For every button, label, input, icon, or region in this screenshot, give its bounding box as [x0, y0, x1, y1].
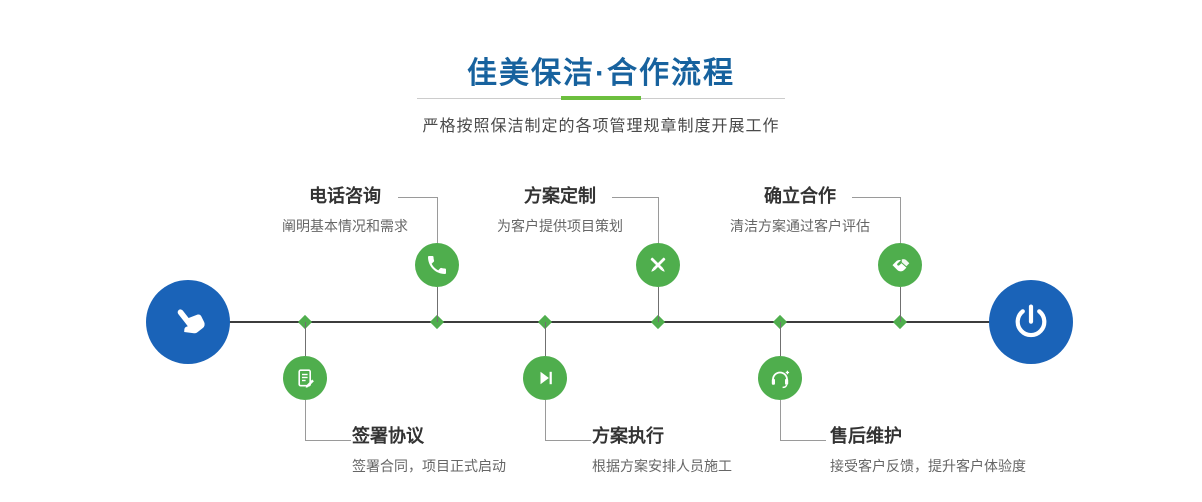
step-desc: 根据方案安排人员施工 — [592, 457, 732, 474]
contract-icon — [298, 369, 314, 388]
phone-icon — [428, 256, 446, 274]
label-connector — [852, 197, 901, 244]
power-icon — [1015, 304, 1047, 338]
label-connector — [545, 400, 591, 441]
label-connector — [780, 400, 826, 441]
title-divider-accent — [561, 96, 641, 100]
step-icon-circle — [758, 356, 802, 400]
page-title: 佳美保洁·合作流程 — [467, 57, 735, 90]
timeline-end-node — [989, 280, 1073, 364]
timeline-line — [188, 321, 1032, 323]
step-group-phone: 电话咨询 阐明基本情况和需求 — [245, 186, 445, 234]
step-title: 确立合作 — [764, 186, 836, 206]
step-title: 签署协议 — [352, 426, 424, 446]
connector-line — [900, 287, 901, 322]
aftersales-icon — [771, 370, 790, 389]
label-connector — [305, 400, 351, 441]
execute-icon — [540, 371, 552, 385]
step-desc: 签署合同，项目正式启动 — [352, 457, 506, 474]
step-desc: 接受客户反馈，提升客户体验度 — [830, 457, 1026, 474]
step-icon-circle — [878, 243, 922, 287]
step-title: 方案执行 — [592, 426, 664, 446]
step-group-cooperation: 确立合作 清洁方案通过客户评估 — [700, 186, 900, 234]
hand-pointer-icon — [177, 309, 205, 334]
step-icon-circle — [283, 356, 327, 400]
connector-line — [658, 287, 659, 322]
step-desc: 清洁方案通过客户评估 — [730, 217, 870, 234]
step-title: 方案定制 — [524, 186, 596, 206]
connector-line — [437, 287, 438, 322]
timeline-start-node — [146, 280, 230, 364]
step-icon-circle — [636, 243, 680, 287]
step-desc: 阐明基本情况和需求 — [282, 217, 408, 234]
step-group-aftersales: 售后维护 接受客户反馈，提升客户体验度 — [830, 426, 1070, 474]
step-icon-circle — [415, 243, 459, 287]
connector-line — [780, 322, 781, 356]
page-subtitle: 严格按照保洁制定的各项管理规章制度开展工作 — [422, 118, 780, 135]
step-title: 电话咨询 — [309, 186, 381, 206]
step-title: 售后维护 — [830, 426, 902, 446]
step-group-execute: 方案执行 根据方案安排人员施工 — [592, 426, 832, 474]
step-group-design: 方案定制 为客户提供项目策划 — [460, 186, 660, 234]
label-connector — [398, 197, 438, 244]
design-icon — [650, 257, 666, 272]
step-group-contract: 签署协议 签署合同，项目正式启动 — [352, 426, 592, 474]
label-connector — [612, 197, 659, 244]
connector-line — [545, 322, 546, 356]
step-desc: 为客户提供项目策划 — [497, 217, 623, 234]
step-icon-circle — [523, 356, 567, 400]
handshake-icon — [892, 259, 910, 272]
connector-line — [305, 322, 306, 356]
